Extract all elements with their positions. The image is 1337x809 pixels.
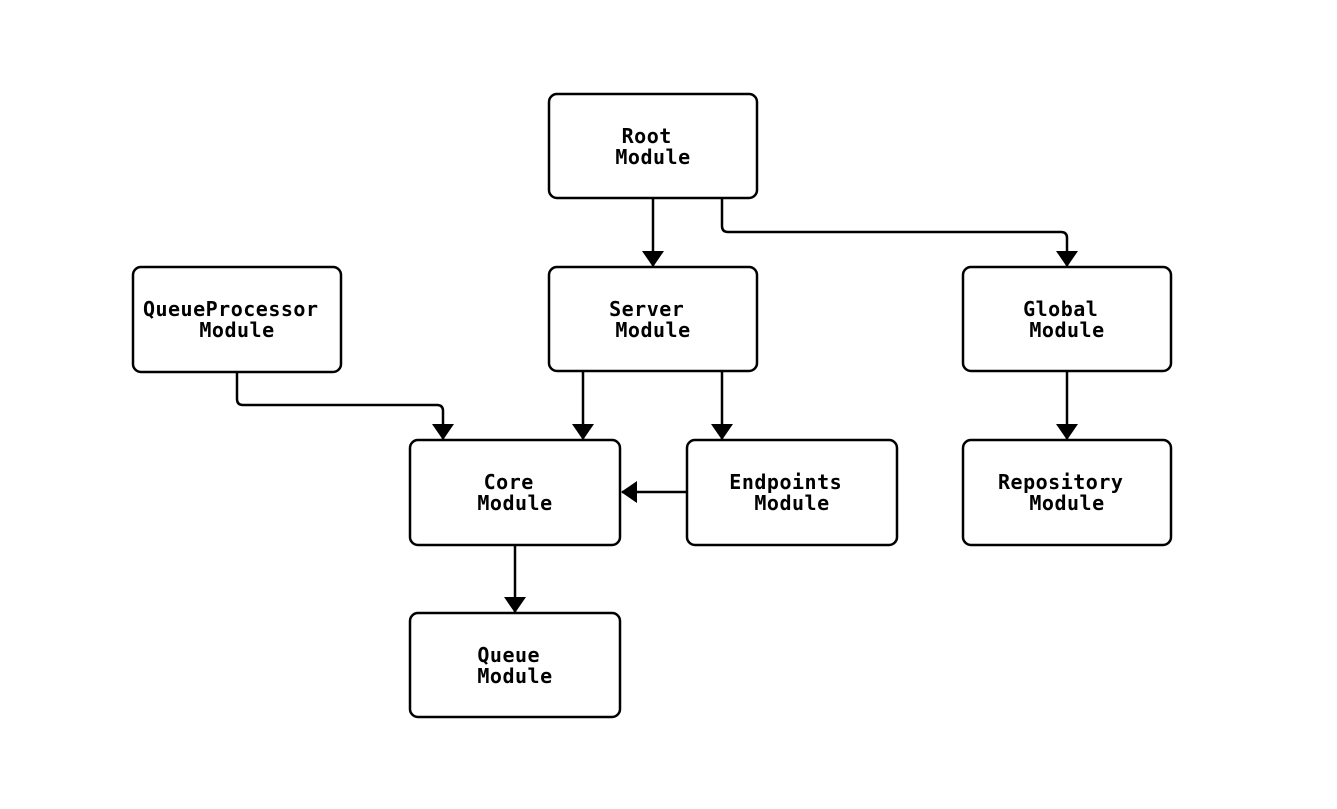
node-box: [408, 611, 622, 719]
node-box: [547, 92, 759, 200]
node-box: [408, 438, 622, 547]
node-label: Queue Module: [477, 643, 552, 688]
node-box: [961, 265, 1173, 373]
node-label: Core Module: [477, 470, 552, 515]
node-server-module: Server Module: [547, 265, 759, 373]
node-global-module: Global Module: [961, 265, 1173, 373]
node-label: Root Module: [615, 124, 690, 169]
node-core-module: Core Module: [408, 438, 622, 547]
node-label: Endpoints Module: [729, 470, 854, 515]
node-repository-module: Repository Module: [961, 438, 1173, 547]
node-box: [685, 438, 899, 547]
edge-root-to-global: [720, 198, 1078, 267]
edges-layer: [235, 198, 1078, 613]
node-label: Repository Module: [998, 470, 1136, 515]
node-box: [131, 265, 343, 374]
node-queueprocessor-module: QueueProcessor Module: [131, 265, 343, 374]
node-label: QueueProcessor Module: [143, 297, 331, 342]
node-root-module: Root Module: [547, 92, 759, 200]
node-box: [547, 265, 759, 373]
node-label: Global Module: [1023, 297, 1111, 342]
node-endpoints-module: Endpoints Module: [685, 438, 899, 547]
node-label: Server Module: [609, 297, 697, 342]
node-queue-module: Queue Module: [408, 611, 622, 719]
edge-queueprocessor-to-core: [235, 372, 454, 440]
node-box: [961, 438, 1173, 547]
